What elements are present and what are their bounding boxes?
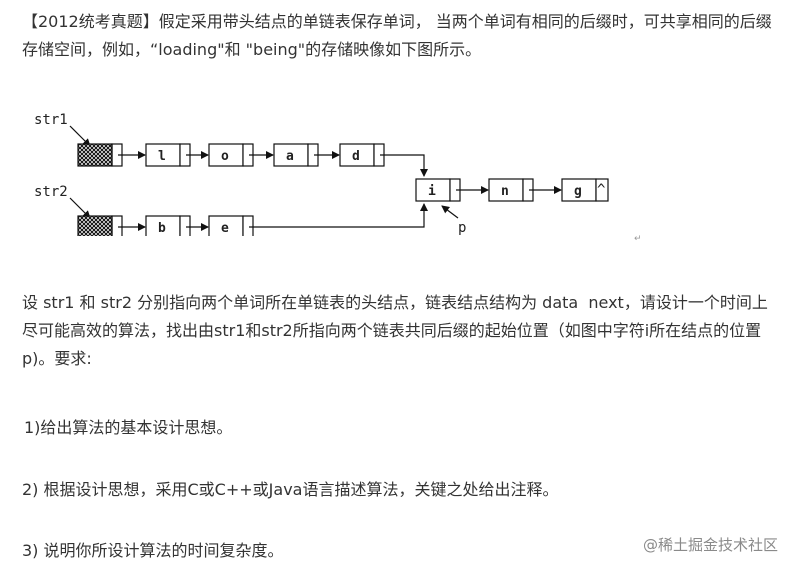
- node-l-text: l: [158, 149, 166, 164]
- node-b: b: [145, 215, 191, 236]
- node-i: i: [415, 178, 461, 202]
- problem-description: 设 str1 和 str2 分别指向两个单词所在单链表的头结点，链表结点结构为 …: [22, 293, 768, 368]
- node-g-text: g: [574, 184, 582, 199]
- node-a-text: a: [286, 149, 294, 164]
- requirement-3: 3) 说明你所设计算法的时间复杂度。: [22, 541, 284, 560]
- node-i-text: i: [428, 184, 436, 199]
- node-g: g ^: [561, 178, 609, 202]
- str2-label: str2: [34, 184, 68, 200]
- requirement-2: 2) 根据设计思想，采用C或C++或Java语言描述算法，关键之处给出注释。: [22, 480, 559, 499]
- node-d: d: [339, 143, 385, 167]
- node-n: n: [488, 178, 534, 202]
- node-a: a: [273, 143, 319, 167]
- node-o: o: [208, 143, 254, 167]
- str2-head-node: [77, 215, 123, 236]
- problem-intro: 【2012统考真题】假定采用带头结点的单链表保存单词， 当两个单词有相同的后缀时…: [22, 12, 772, 59]
- node-e-text: e: [221, 221, 229, 236]
- requirement-1: 1)给出算法的基本设计思想。: [24, 418, 233, 437]
- linked-list-diagram: str1 str2 l o a d b: [34, 112, 609, 236]
- null-pointer-symbol: ^: [597, 182, 605, 198]
- node-l: l: [145, 143, 191, 167]
- str1-label: str1: [34, 112, 68, 128]
- node-d-text: d: [352, 149, 360, 164]
- return-mark: ↵: [634, 234, 642, 244]
- site-watermark: @稀土掘金技术社区: [642, 536, 778, 554]
- node-b-text: b: [158, 221, 166, 236]
- node-o-text: o: [221, 149, 229, 164]
- node-e: e: [208, 215, 254, 236]
- node-n-text: n: [501, 184, 509, 199]
- str1-head-node: [77, 143, 123, 167]
- pointer-p-label: p: [458, 220, 466, 236]
